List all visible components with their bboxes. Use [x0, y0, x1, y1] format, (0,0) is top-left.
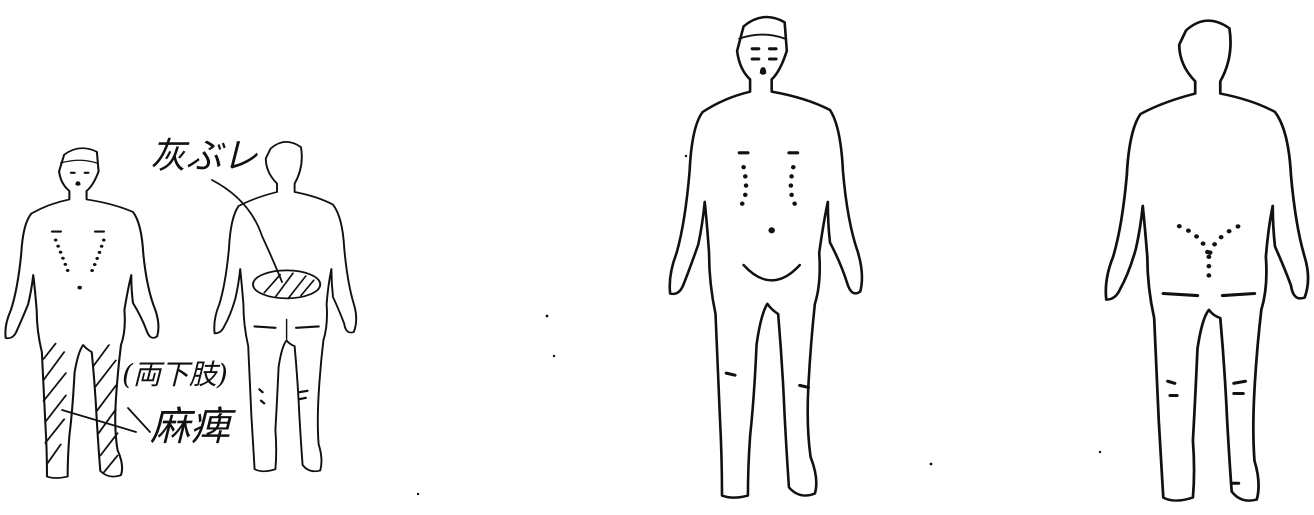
annotation-leader-line: [212, 180, 282, 282]
back-figure-annotated: [214, 142, 356, 471]
annotation-legs-label: (両下肢): [122, 358, 228, 391]
leg-hatching: [44, 344, 118, 473]
numbness-leader-lines: [62, 408, 150, 432]
back-figure-template: [1106, 21, 1308, 501]
lower-back-hatched-area: [253, 270, 320, 298]
annotation-numbness-label: 麻痺: [150, 404, 236, 450]
front-figure-annotated: [5, 148, 158, 478]
annotation-scribble-label: 灰ぶレ: [150, 136, 258, 177]
front-figure-template: [670, 17, 862, 498]
